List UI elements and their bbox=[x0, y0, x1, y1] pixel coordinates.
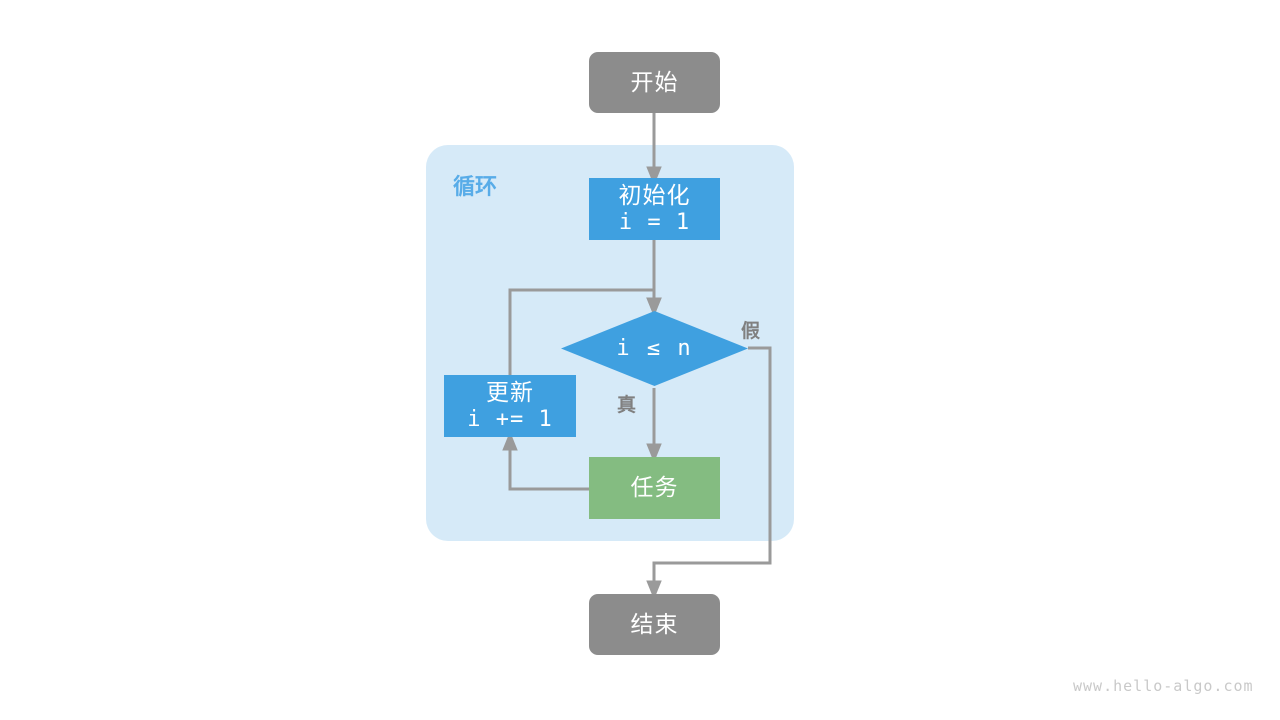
node-start: 开始 bbox=[589, 52, 720, 113]
node-update-label: 更新 bbox=[486, 379, 534, 406]
node-end: 结束 bbox=[589, 594, 720, 655]
node-initialize-sublabel: i = 1 bbox=[618, 209, 691, 235]
update-to-condition bbox=[508, 288, 662, 375]
false-label: 假 bbox=[741, 321, 761, 342]
node-task-label: 任务 bbox=[630, 474, 679, 501]
node-start-label: 开始 bbox=[630, 68, 679, 95]
node-task: 任务 bbox=[589, 457, 720, 519]
node-initialize-label: 初始化 bbox=[618, 182, 691, 209]
node-condition-label: i ≤ n bbox=[616, 336, 693, 361]
true-label: 真 bbox=[617, 395, 637, 416]
loop-group-label: 循环 bbox=[453, 174, 498, 199]
task-to-update bbox=[502, 431, 589, 491]
diamond-shape bbox=[561, 311, 748, 386]
node-end-label: 结束 bbox=[630, 610, 679, 637]
condition-false-to-end bbox=[646, 346, 772, 600]
node-condition bbox=[561, 311, 748, 386]
watermark: www.hello-algo.com bbox=[1073, 677, 1254, 695]
node-update-sublabel: i += 1 bbox=[467, 406, 553, 432]
